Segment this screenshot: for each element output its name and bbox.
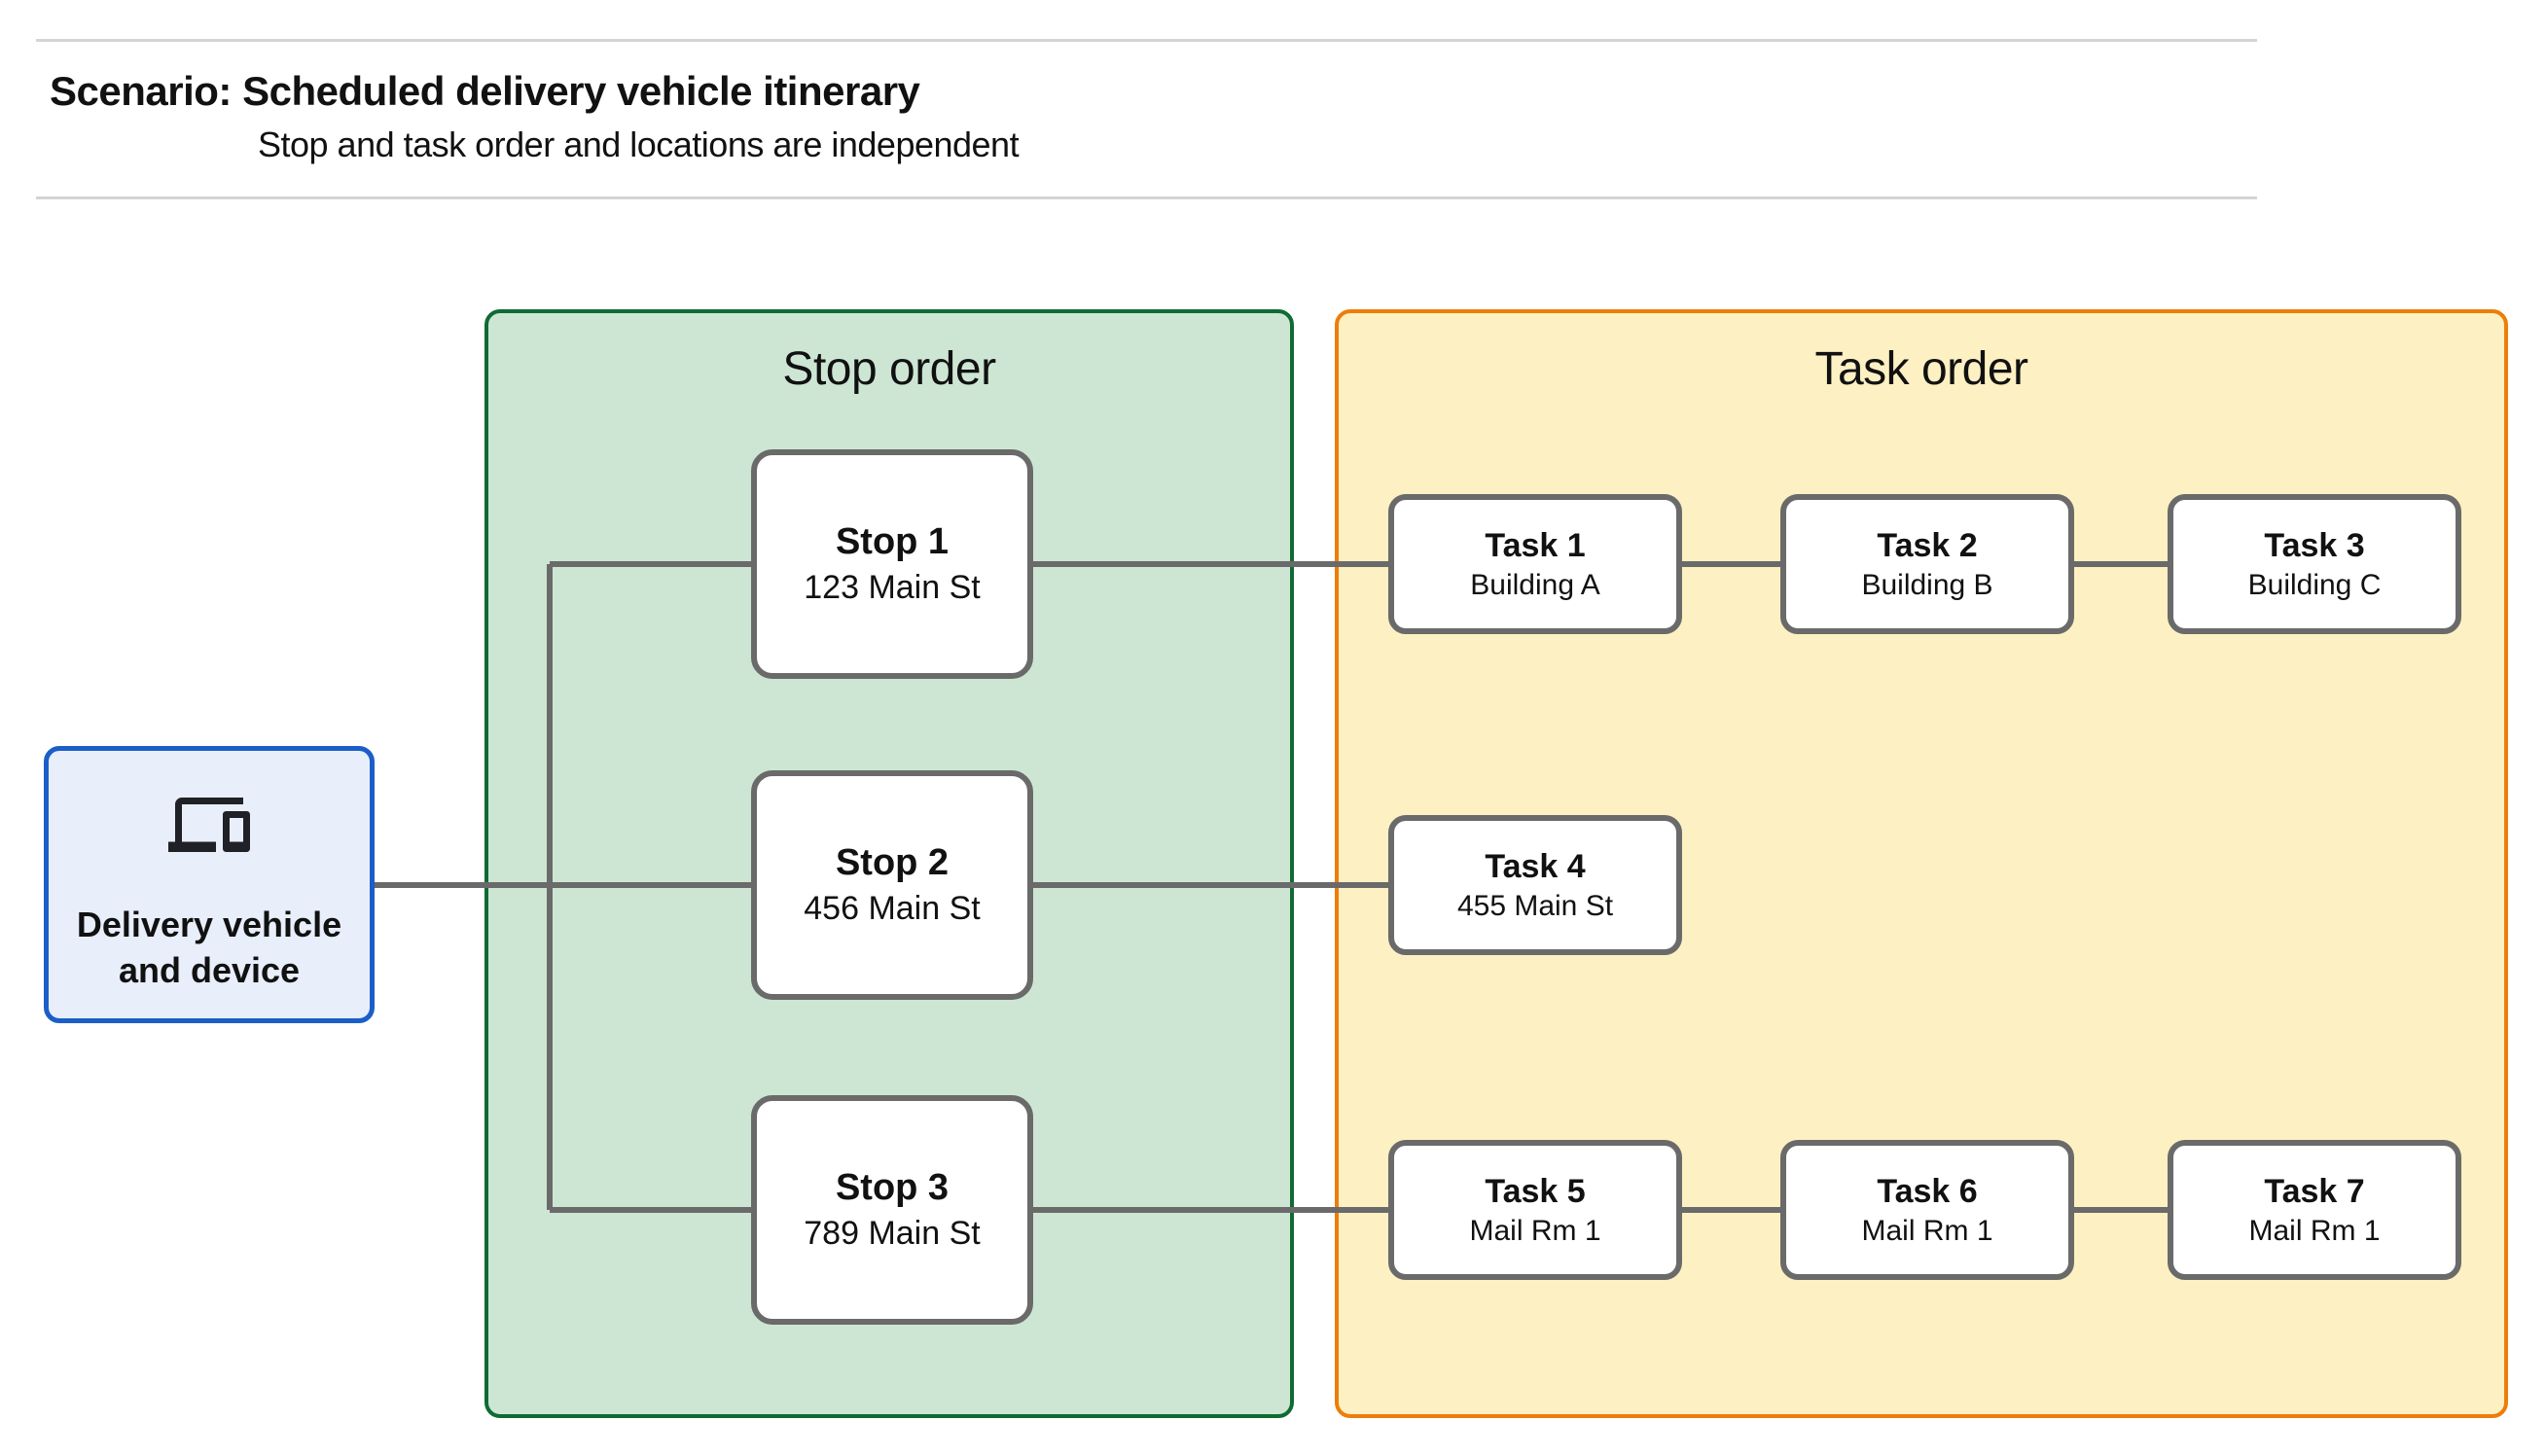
stop-1-location: 123 Main St — [804, 569, 981, 606]
delivery-vehicle-label-line1: Delivery vehicle — [76, 905, 342, 944]
task-5-location: Mail Rm 1 — [1469, 1214, 1601, 1247]
bottom-divider — [36, 196, 2257, 199]
stop-1-name: Stop 1 — [835, 521, 950, 562]
task-4-node: Task 4 455 Main St — [1388, 815, 1682, 955]
task-7-name: Task 7 — [2264, 1172, 2365, 1210]
stop-3-node: Stop 3 789 Main St — [751, 1095, 1033, 1325]
task-2-name: Task 2 — [1877, 526, 1978, 564]
task-4-name: Task 4 — [1485, 847, 1586, 885]
task-5-name: Task 5 — [1485, 1172, 1586, 1210]
delivery-vehicle-label-line2: and device — [118, 949, 301, 990]
task-3-node: Task 3 Building C — [2168, 494, 2461, 634]
task-7-node: Task 7 Mail Rm 1 — [2168, 1140, 2461, 1280]
stop-3-location: 789 Main St — [804, 1215, 981, 1252]
task-6-name: Task 6 — [1877, 1172, 1978, 1210]
task-1-name: Task 1 — [1485, 526, 1586, 564]
task-5-node: Task 5 Mail Rm 1 — [1388, 1140, 1682, 1280]
task-6-node: Task 6 Mail Rm 1 — [1780, 1140, 2074, 1280]
page-subtitle: Stop and task order and locations are in… — [258, 124, 1020, 164]
task-7-location: Mail Rm 1 — [2248, 1214, 2381, 1247]
task-1-node: Task 1 Building A — [1388, 494, 1682, 634]
top-divider — [36, 39, 2257, 42]
stop-2-name: Stop 2 — [835, 842, 950, 883]
delivery-vehicle-node: Delivery vehicle and device — [44, 746, 375, 1023]
task-2-node: Task 2 Building B — [1780, 494, 2074, 634]
stop-3-name: Stop 3 — [835, 1167, 950, 1208]
task-3-name: Task 3 — [2264, 526, 2365, 564]
task-6-location: Mail Rm 1 — [1861, 1214, 1993, 1247]
devices-icon — [168, 794, 250, 856]
task-order-panel-title: Task order — [1814, 343, 2028, 395]
stop-2-node: Stop 2 456 Main St — [751, 770, 1033, 1000]
task-1-location: Building A — [1470, 568, 1600, 601]
stop-1-node: Stop 1 123 Main St — [751, 449, 1033, 679]
stop-order-panel-title: Stop order — [782, 343, 996, 395]
task-4-location: 455 Main St — [1456, 889, 1614, 922]
page-title: Scenario: Scheduled delivery vehicle iti… — [50, 68, 920, 114]
task-2-location: Building B — [1861, 568, 1993, 601]
task-3-location: Building C — [2247, 568, 2382, 601]
delivery-vehicle-label: Delivery vehicle and device — [77, 903, 341, 994]
stop-2-location: 456 Main St — [804, 890, 981, 927]
